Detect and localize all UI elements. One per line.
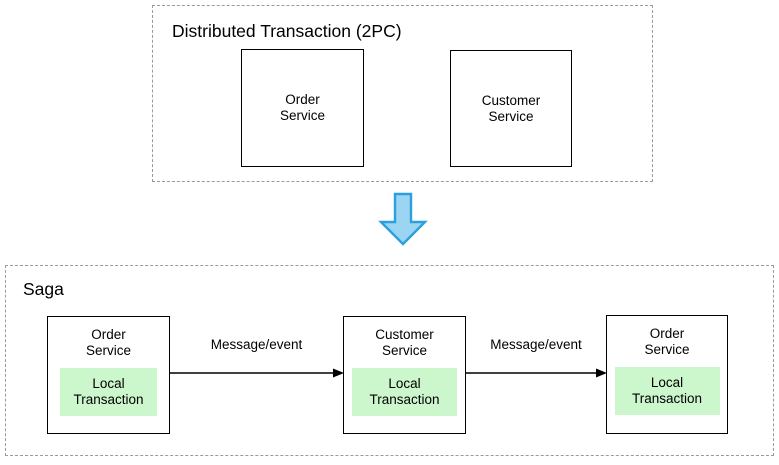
service-box-customer-2pc[interactable]: Customer Service <box>450 50 572 167</box>
saga-service-box-order-2[interactable]: Order Service Local Transaction <box>606 315 728 434</box>
distributed-transaction-group: Distributed Transaction (2PC) <box>152 5 653 182</box>
connector-label-message-event-2: Message/event <box>490 337 582 352</box>
local-transaction-badge: Local Transaction <box>614 367 720 415</box>
local-transaction-badge: Local Transaction <box>60 368 157 416</box>
service-box-label: Order Service <box>279 92 325 123</box>
distributed-transaction-title: Distributed Transaction (2PC) <box>172 21 402 41</box>
service-box-order-2pc[interactable]: Order Service <box>241 49 364 167</box>
saga-title: Saga <box>23 279 64 299</box>
saga-service-box-title: Customer Service <box>375 327 434 358</box>
connector-label-message-event-1: Message/event <box>210 337 303 352</box>
saga-service-box-customer[interactable]: Customer Service Local Transaction <box>343 316 466 434</box>
connector-arrow-1 <box>169 368 344 378</box>
saga-service-box-title: Order Service <box>644 326 690 357</box>
saga-service-box-order-1[interactable]: Order Service Local Transaction <box>47 316 170 434</box>
down-arrow-icon <box>378 192 428 246</box>
saga-service-box-title: Order Service <box>85 327 131 358</box>
service-box-label: Customer Service <box>481 92 541 124</box>
connector-arrow-2 <box>465 368 607 378</box>
local-transaction-badge: Local Transaction <box>352 368 457 416</box>
